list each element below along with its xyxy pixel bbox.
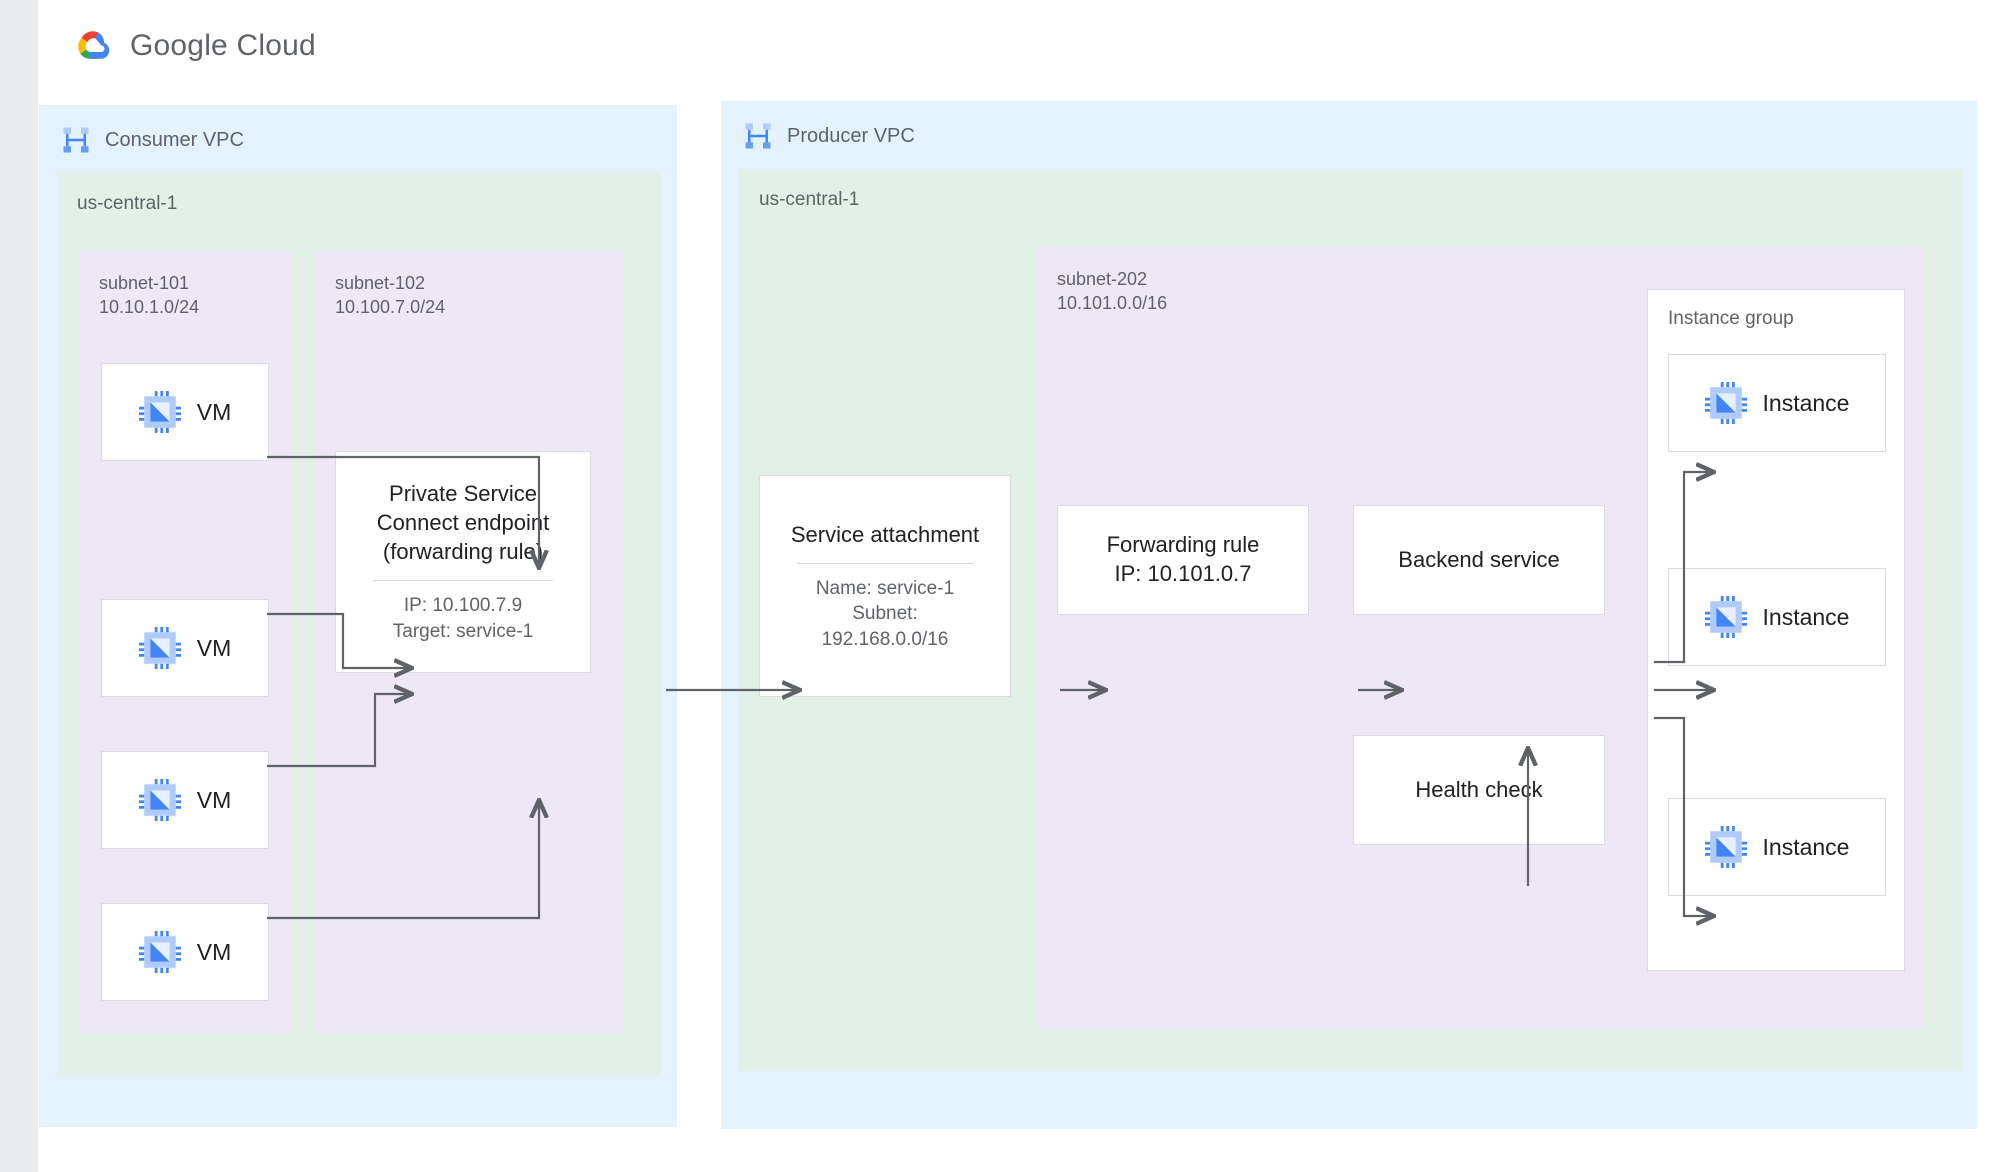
vm-box-3[interactable]: VM xyxy=(101,751,269,849)
chip-icon xyxy=(138,627,181,669)
backend-service-label: Backend service xyxy=(1398,546,1560,572)
subnet-102-frame: subnet-102 10.100.7.0/24 Private Service… xyxy=(315,251,623,1033)
producer-vpc-header: Producer VPC xyxy=(743,121,915,151)
psc-endpoint-box[interactable]: Private Service Connect endpoint (forwar… xyxy=(335,451,591,673)
service-attachment-title: Service attachment xyxy=(790,521,980,547)
service-attachment-box[interactable]: Service attachment Name: service-1 Subne… xyxy=(759,475,1011,697)
diagram-page: Google Cloud Consumer VPC us-central-1 xyxy=(38,0,2016,1172)
health-check-label: Health check xyxy=(1415,776,1543,802)
chip-icon xyxy=(1704,382,1747,424)
vm-box-4[interactable]: VM xyxy=(101,903,269,1001)
health-check-box[interactable]: Health check xyxy=(1353,735,1605,845)
instance-label-2: Instance xyxy=(1762,603,1850,630)
brand-cloud-word: Cloud xyxy=(236,29,316,62)
backend-service-box[interactable]: Backend service xyxy=(1353,505,1605,615)
chip-icon xyxy=(138,931,181,973)
instance-label-3: Instance xyxy=(1762,833,1850,860)
chip-icon xyxy=(138,391,181,433)
subnet-101-frame: subnet-101 10.10.1.0/24 xyxy=(79,251,291,1033)
brand-header: Google Cloud xyxy=(70,26,316,66)
service-attachment-details: Name: service-1 Subnet: 192.168.0.0/16 xyxy=(815,577,955,650)
instance-group-box: Instance group Instance xyxy=(1647,289,1905,971)
subnet-102-label: subnet-102 10.100.7.0/24 xyxy=(335,271,445,320)
subnet-202-frame: subnet-202 10.101.0.0/16 Forwarding rule… xyxy=(1037,247,1923,1029)
instance-box-1[interactable]: Instance xyxy=(1668,354,1886,452)
consumer-region-frame: us-central-1 subnet-101 10.10.1.0/24 xyxy=(57,173,661,1075)
vm-label-3: VM xyxy=(196,786,232,813)
psc-endpoint-details: IP: 10.100.7.9 Target: service-1 xyxy=(392,595,534,643)
vpc-icon xyxy=(63,127,89,153)
instance-box-2[interactable]: Instance xyxy=(1668,568,1886,666)
producer-vpc-title: Producer VPC xyxy=(787,124,915,147)
subnet-101-cidr: 10.10.1.0/24 xyxy=(99,297,200,318)
vm-box-1[interactable]: VM xyxy=(101,363,269,461)
producer-region-label: us-central-1 xyxy=(759,189,860,210)
forwarding-rule-box[interactable]: Forwarding rule IP: 10.101.0.7 xyxy=(1057,505,1309,615)
brand-google-word: Google xyxy=(130,29,228,62)
subnet-102-name: subnet-102 xyxy=(335,273,426,293)
service-attachment-divider xyxy=(796,562,974,564)
consumer-vpc-title: Consumer VPC xyxy=(105,128,244,151)
subnet-202-label: subnet-202 10.101.0.0/16 xyxy=(1057,267,1167,316)
forwarding-rule-label: Forwarding rule IP: 10.101.0.7 xyxy=(1106,532,1260,586)
vm-label-2: VM xyxy=(196,634,232,661)
producer-vpc-frame: Producer VPC us-central-1 Service attach… xyxy=(720,100,1978,1130)
vm-label-1: VM xyxy=(196,398,232,425)
chip-icon xyxy=(138,779,181,821)
instance-box-3[interactable]: Instance xyxy=(1668,798,1886,896)
psc-endpoint-divider xyxy=(373,580,553,582)
subnet-101-name: subnet-101 xyxy=(99,273,190,293)
producer-region-frame: us-central-1 Service attachment Name: se… xyxy=(739,169,1961,1071)
instance-label-1: Instance xyxy=(1762,389,1850,416)
consumer-vpc-header: Consumer VPC xyxy=(61,125,244,155)
psc-endpoint-title: Private Service Connect endpoint (forwar… xyxy=(376,481,550,565)
chip-icon xyxy=(1704,826,1747,868)
chip-icon xyxy=(1704,596,1747,638)
subnet-202-name: subnet-202 xyxy=(1057,269,1148,289)
subnet-101-label: subnet-101 10.10.1.0/24 xyxy=(99,271,199,320)
vm-box-2[interactable]: VM xyxy=(101,599,269,697)
consumer-vpc-frame: Consumer VPC us-central-1 subnet-101 10.… xyxy=(38,104,678,1128)
subnet-102-cidr: 10.100.7.0/24 xyxy=(335,297,446,318)
vpc-icon xyxy=(745,123,771,149)
vm-label-4: VM xyxy=(196,938,232,965)
google-cloud-logo-icon xyxy=(78,31,110,59)
subnet-202-cidr: 10.101.0.0/16 xyxy=(1057,293,1168,314)
instance-group-title: Instance group xyxy=(1668,308,1794,329)
consumer-region-label: us-central-1 xyxy=(77,193,178,214)
brand-title: Google Cloud xyxy=(130,29,316,63)
